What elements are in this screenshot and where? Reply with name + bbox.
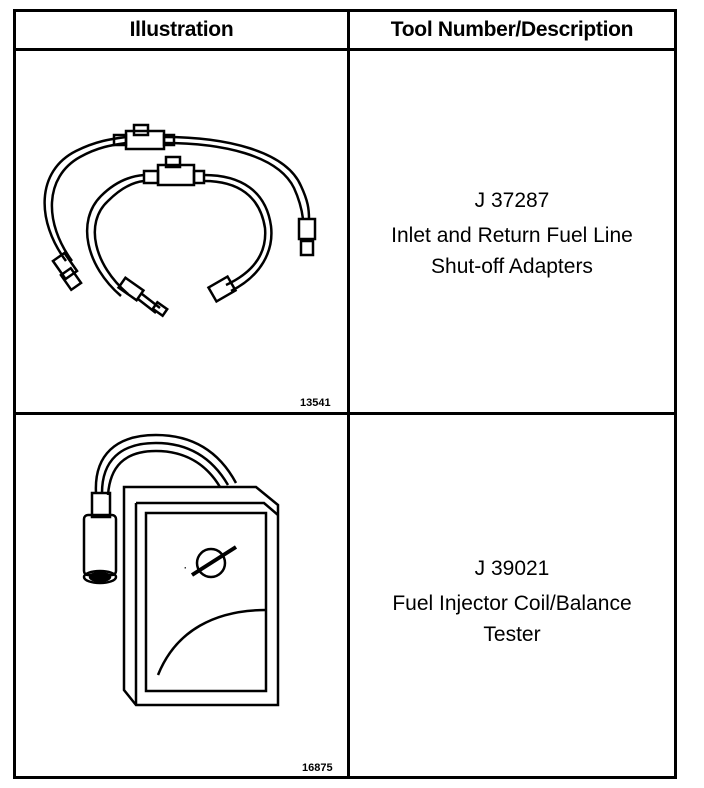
description-line: Inlet and Return Fuel Line [391, 224, 633, 247]
row-divider [16, 412, 674, 415]
figure-number: 13541 [300, 397, 331, 409]
description-line: Tester [483, 623, 541, 646]
tool-description: J 37287 Inlet and Return Fuel Line Shut-… [350, 185, 674, 282]
column-divider [347, 12, 350, 776]
description-line: Fuel Injector Coil/Balance [392, 592, 632, 615]
table-row: · 16875 J 39021 Fuel Injector Coil/Balan… [16, 415, 674, 776]
tool-number: J 39021 [474, 557, 550, 580]
dial-marking: · [184, 563, 187, 573]
header-illustration: Illustration [129, 18, 234, 41]
tool-description: J 39021 Fuel Injector Coil/Balance Teste… [350, 553, 674, 650]
tool-number: J 37287 [474, 189, 550, 212]
table-row: 13541 J 37287 Inlet and Return Fuel Line… [16, 51, 674, 412]
injector-tester-illustration-icon: · [82, 433, 280, 707]
header-tool-description: Tool Number/Description [390, 18, 634, 41]
tool-table: Illustration Tool Number/Description [13, 9, 677, 779]
header-divider [16, 48, 674, 51]
figure-number: 16875 [302, 762, 333, 774]
description-line: Shut-off Adapters [431, 255, 593, 278]
fuel-line-adapters-illustration-icon [43, 123, 317, 318]
